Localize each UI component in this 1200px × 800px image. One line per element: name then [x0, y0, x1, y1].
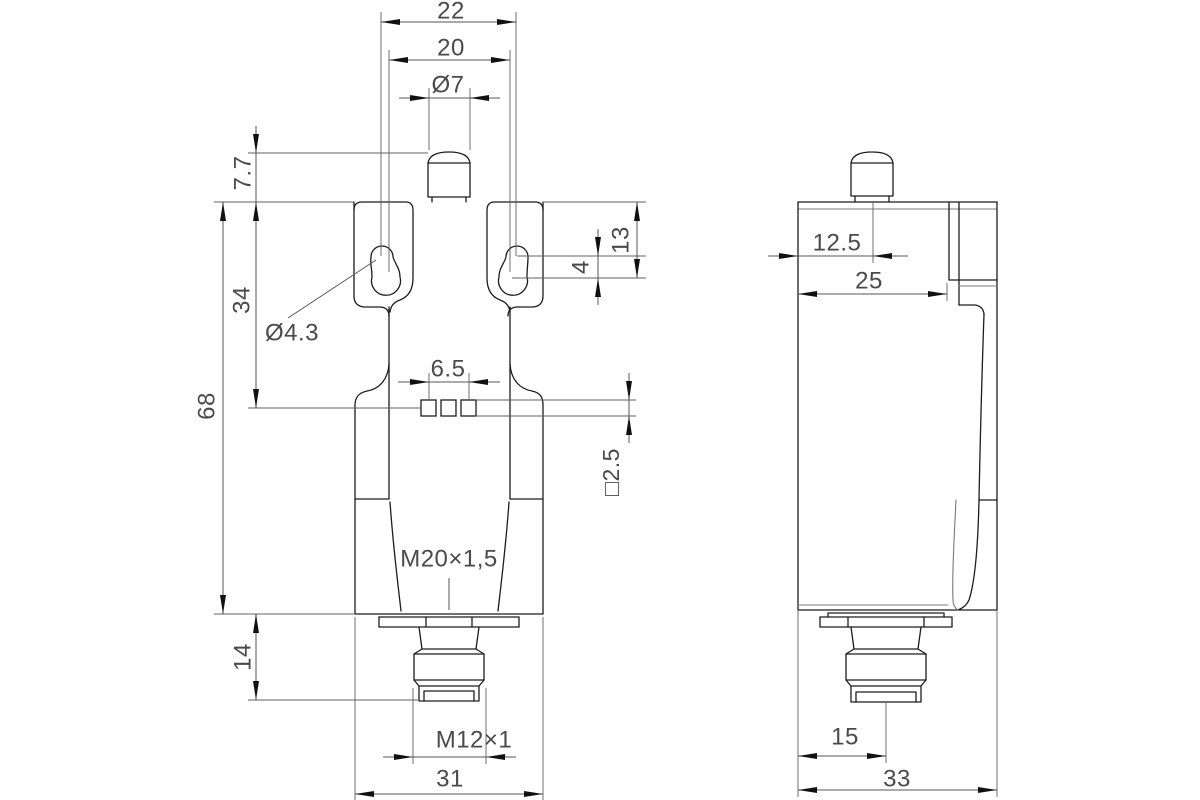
keyhole-slot-left	[370, 245, 402, 296]
dim-overall-depth-label: 33	[883, 766, 911, 793]
front-view	[353, 151, 544, 702]
front-body	[354, 306, 544, 615]
side-view	[797, 151, 998, 703]
dim-body-width-label: 31	[436, 766, 464, 793]
dim-connector-thread-label: M12×1	[436, 727, 513, 754]
front-plunger	[427, 151, 471, 203]
dim-connector-height-label: 14	[230, 643, 257, 671]
contact-squares	[420, 399, 477, 417]
side-connector	[819, 612, 953, 703]
dim-hole-diameter-label: Ø4.3	[265, 320, 319, 347]
side-dimensions: 12.5 25 15 33	[768, 202, 998, 797]
front-connector	[378, 616, 520, 702]
dim-body-height-label: 68	[194, 392, 221, 420]
dim-contact-square-label: □2.5	[598, 448, 624, 496]
dim-slot-spacing-label: 20	[437, 35, 465, 62]
dim-connector-center-label: 15	[831, 724, 859, 751]
side-body	[797, 201, 998, 611]
dim-top-to-contact-label: 34	[229, 286, 256, 314]
dim-plunger-diameter-label: Ø7	[431, 72, 464, 99]
keyhole-slot-right	[497, 245, 529, 296]
dim-body-depth-label: 25	[855, 268, 883, 295]
front-top-plate	[353, 201, 544, 317]
dim-gland-thread-label: M20×1,5	[400, 546, 498, 573]
front-dimensions: 22 20 Ø7 7.7 34 68 14 13	[194, 0, 646, 800]
dim-contact-spacing-label: 6.5	[431, 356, 466, 383]
dim-slot-outer-width-label: 22	[437, 0, 465, 25]
dim-top-to-hole-label: 13	[608, 226, 635, 254]
dim-plunger-center-label: 12.5	[813, 230, 862, 257]
dim-plunger-height-label: 7.7	[230, 156, 257, 191]
dim-hole-offset-label: 4	[568, 260, 595, 274]
side-plunger	[850, 151, 894, 203]
